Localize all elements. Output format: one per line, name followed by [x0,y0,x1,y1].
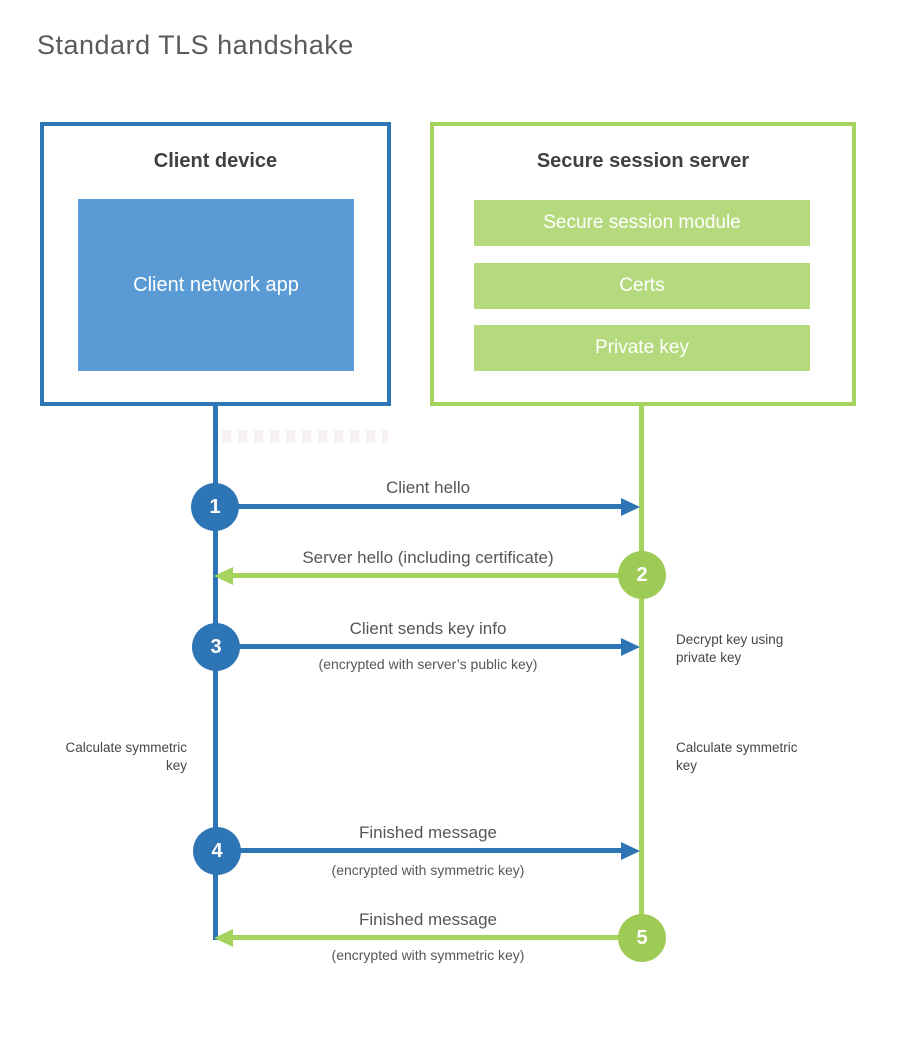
step3-circle: 3 [192,623,240,671]
step2-circle: 2 [618,551,666,599]
step3-arrow-shaft [216,644,622,649]
step4-arrowhead-right-icon [621,842,640,860]
client-network-app-block: Client network app [78,199,354,371]
server-lifeline [639,406,644,938]
step4-sublabel: (encrypted with symmetric key) [331,862,525,878]
step5-label: Finished message [359,910,497,929]
step2-arrow-shaft [232,573,642,578]
annotation-decrypt-key: Decrypt key using private key [676,632,784,666]
step4-arrow-shaft [217,848,622,853]
secure-session-server-box: Secure session server Secure session mod… [430,122,856,406]
step2-arrowhead-left-icon [214,567,233,585]
annotation-calculate-symmetric-key-server: Calculate symmetric key [676,740,798,774]
step4-label: Finished message [359,823,497,842]
step1-arrowhead-right-icon [621,498,640,516]
faint-dashed-artifact [222,430,388,443]
client-device-box: Client device Client network app [40,122,391,406]
step3-sublabel: (encrypted with server’s public key) [318,656,538,672]
step3-label: Client sends key info [349,619,507,638]
page-title: Standard TLS handshake [37,30,354,60]
secure-session-server-title: Secure session server [536,150,750,172]
client-device-title: Client device [153,150,278,172]
annotation-calculate-symmetric-key-client: Calculate symmetric key [65,740,187,774]
step3-arrowhead-right-icon [621,638,640,656]
client-lifeline [213,406,218,940]
step1-label: Client hello [385,478,471,497]
server-module-private-key: Private key [474,325,810,371]
step5-circle: 5 [618,914,666,962]
server-module-secure-session: Secure session module [474,200,810,246]
server-module-certs: Certs [474,263,810,309]
step4-circle: 4 [193,827,241,875]
step5-arrowhead-left-icon [214,929,233,947]
step2-label: Server hello (including certificate) [302,548,554,567]
step5-sublabel: (encrypted with symmetric key) [331,947,525,963]
step1-circle: 1 [191,483,239,531]
step1-arrow-shaft [215,504,622,509]
step5-arrow-shaft [232,935,642,940]
